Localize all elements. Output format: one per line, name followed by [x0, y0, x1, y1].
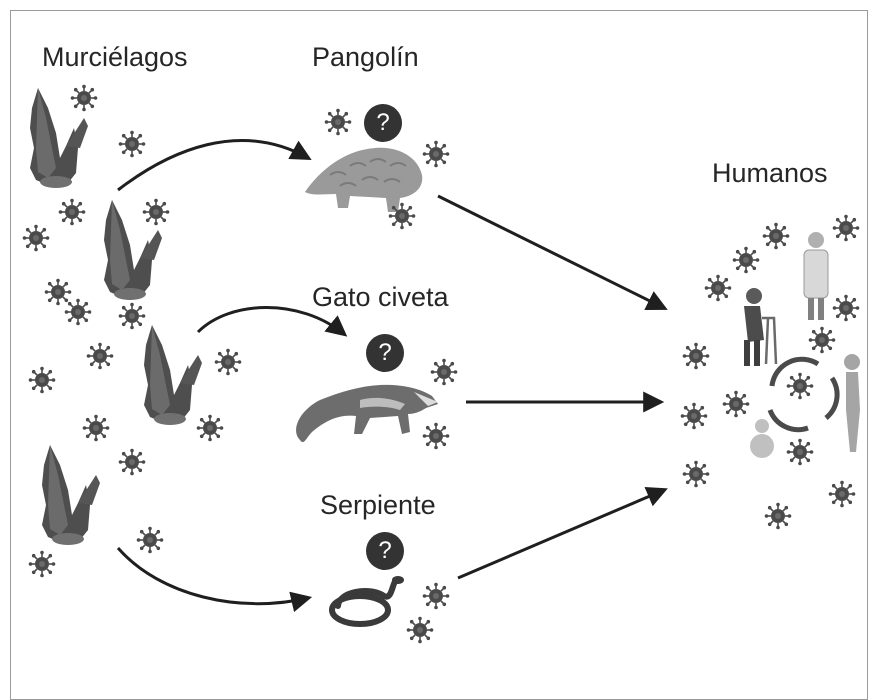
virus-icon	[763, 223, 790, 250]
virus-icon	[389, 203, 416, 230]
virus-icon	[29, 551, 56, 578]
virus-icon	[215, 349, 242, 376]
virus-icon	[29, 367, 56, 394]
humans-group	[744, 232, 860, 458]
virus-icon	[407, 617, 434, 644]
virus-icon	[733, 247, 760, 274]
elderly-person-icon	[744, 288, 776, 366]
baby-icon	[750, 419, 774, 458]
virus-icon	[705, 275, 732, 302]
virus-icon	[809, 327, 836, 354]
virus-icon	[833, 215, 860, 242]
arrow-bats-to-civet	[198, 308, 344, 335]
virus-icon	[119, 449, 146, 476]
arrow-bats-to-pangolin	[118, 141, 308, 190]
virus-icon	[681, 403, 708, 430]
virus-icon	[59, 199, 86, 226]
virus-icon	[65, 299, 92, 326]
virus-icon	[833, 295, 860, 322]
virus-icon	[423, 583, 450, 610]
virus-icon	[787, 373, 814, 400]
woman-icon	[844, 354, 860, 452]
virus-icon	[325, 109, 352, 136]
virus-icon	[197, 415, 224, 442]
arrow-snake-to-humans	[458, 490, 664, 578]
bat-3	[144, 325, 202, 425]
virus-icon	[423, 423, 450, 450]
virus-icon	[87, 343, 114, 370]
virus-icon	[71, 85, 98, 112]
virus-icon	[137, 527, 164, 554]
virus-icon	[787, 439, 814, 466]
virus-icon	[683, 343, 710, 370]
virus-icon	[431, 359, 458, 386]
virus-icon	[829, 481, 856, 508]
virus-icon	[143, 199, 170, 226]
arrow-pangolin-to-humans	[438, 196, 664, 308]
virus-icon	[23, 225, 50, 252]
arrow-bats-to-snake	[118, 548, 308, 604]
virus-icon	[423, 141, 450, 168]
virus-icon	[83, 415, 110, 442]
civet-icon	[296, 385, 438, 442]
virus-icon	[723, 391, 750, 418]
doctor-icon	[804, 232, 828, 320]
virus-icon	[119, 303, 146, 330]
virus-icon	[765, 503, 792, 530]
bat-4	[42, 445, 100, 545]
pangolin-icon	[305, 148, 422, 212]
virus-icon	[683, 461, 710, 488]
virus-icon	[45, 279, 72, 306]
virus-icon	[119, 131, 146, 158]
transmission-cycle-icon	[770, 359, 837, 429]
snake-icon	[332, 576, 404, 624]
